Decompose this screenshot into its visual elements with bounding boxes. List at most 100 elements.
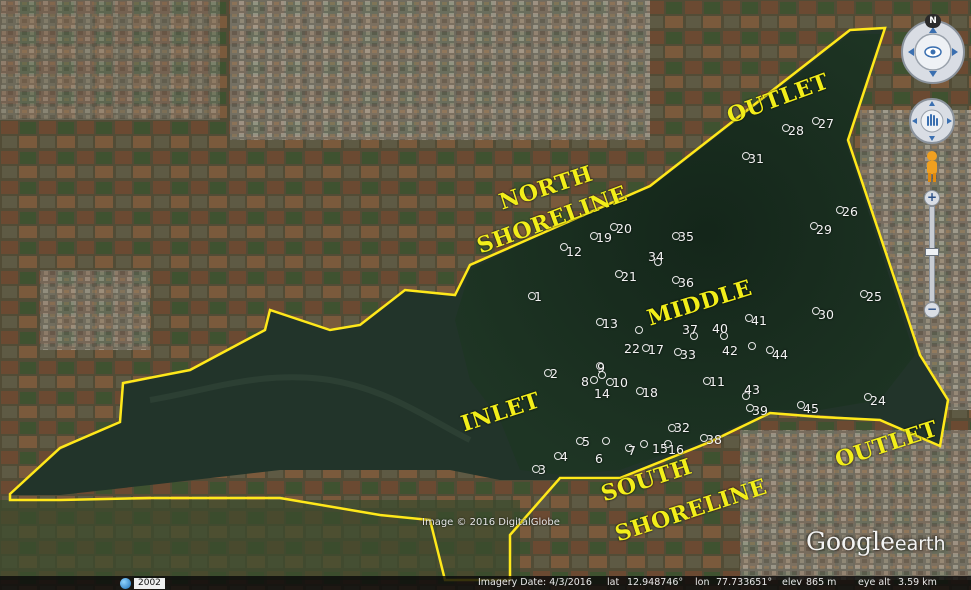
site-label-22: 22 bbox=[624, 341, 640, 356]
site-label-20: 20 bbox=[616, 221, 632, 236]
sampling-site-15[interactable] bbox=[640, 440, 648, 448]
site-label-34: 34 bbox=[648, 249, 664, 264]
sampling-site-45[interactable] bbox=[797, 401, 805, 409]
site-label-4: 4 bbox=[560, 449, 568, 464]
sampling-site-30[interactable] bbox=[812, 307, 820, 315]
streetview-control[interactable] bbox=[922, 150, 942, 184]
move-hand-icon bbox=[909, 98, 955, 144]
sampling-site-16[interactable] bbox=[664, 440, 672, 448]
site-label-25: 25 bbox=[866, 289, 882, 304]
look-control[interactable]: N bbox=[898, 14, 968, 86]
year-label: 2002 bbox=[134, 577, 165, 589]
sampling-site-22[interactable] bbox=[635, 326, 643, 334]
urban-area-southeast bbox=[740, 430, 971, 580]
site-label-27: 27 bbox=[818, 116, 834, 131]
site-label-7: 7 bbox=[628, 443, 636, 458]
site-label-28: 28 bbox=[788, 123, 804, 138]
logo-brand: Google bbox=[806, 527, 895, 556]
zoom-in-button[interactable]: + bbox=[924, 190, 940, 206]
sampling-site-27[interactable] bbox=[812, 117, 820, 125]
sampling-site-28[interactable] bbox=[782, 124, 790, 132]
sampling-site-14[interactable] bbox=[598, 371, 606, 379]
site-label-31: 31 bbox=[748, 151, 764, 166]
imagery-date: Imagery Date: 4/3/2016 bbox=[478, 577, 592, 588]
sampling-site-42[interactable] bbox=[748, 342, 756, 350]
lake-water bbox=[455, 34, 915, 475]
sampling-site-38[interactable] bbox=[700, 434, 708, 442]
sampling-site-3[interactable] bbox=[532, 465, 540, 473]
site-label-45: 45 bbox=[803, 401, 819, 416]
lon-label: lon bbox=[695, 577, 710, 588]
site-label-9: 9 bbox=[597, 360, 605, 375]
lat-value: 12.948746° bbox=[627, 577, 684, 588]
zoom-out-button[interactable]: − bbox=[924, 302, 940, 318]
north-indicator[interactable]: N bbox=[925, 14, 941, 28]
sampling-site-11[interactable] bbox=[703, 377, 711, 385]
site-label-33: 33 bbox=[680, 347, 696, 362]
sampling-site-9[interactable] bbox=[596, 362, 604, 370]
eye-alt-value: 3.59 km bbox=[898, 577, 937, 588]
site-label-35: 35 bbox=[678, 229, 694, 244]
sampling-site-20[interactable] bbox=[610, 223, 618, 231]
eye-alt-label: eye alt bbox=[858, 577, 891, 588]
site-label-42: 42 bbox=[722, 343, 738, 358]
sampling-site-35[interactable] bbox=[672, 232, 680, 240]
sampling-site-10[interactable] bbox=[606, 378, 614, 386]
logo-product: earth bbox=[894, 533, 946, 555]
site-label-36: 36 bbox=[678, 275, 694, 290]
sampling-site-40[interactable] bbox=[720, 332, 728, 340]
elev-label: elev bbox=[782, 577, 802, 588]
site-label-30: 30 bbox=[818, 307, 834, 322]
sampling-site-26[interactable] bbox=[836, 206, 844, 214]
site-label-29: 29 bbox=[816, 222, 832, 237]
sampling-site-7[interactable] bbox=[625, 444, 633, 452]
site-label-41: 41 bbox=[751, 313, 767, 328]
sampling-site-36[interactable] bbox=[672, 276, 680, 284]
lon-value: 77.733651° bbox=[716, 577, 773, 588]
sampling-site-39[interactable] bbox=[746, 404, 754, 412]
sampling-site-33[interactable] bbox=[674, 348, 682, 356]
sampling-site-44[interactable] bbox=[766, 346, 774, 354]
site-label-17: 17 bbox=[648, 342, 664, 357]
sampling-site-37[interactable] bbox=[690, 332, 698, 340]
sampling-site-1[interactable] bbox=[528, 292, 536, 300]
sampling-site-25[interactable] bbox=[860, 290, 868, 298]
sampling-site-13[interactable] bbox=[596, 318, 604, 326]
sampling-site-19[interactable] bbox=[590, 232, 598, 240]
sampling-site-31[interactable] bbox=[742, 152, 750, 160]
site-label-3: 3 bbox=[538, 462, 546, 477]
sampling-site-34[interactable] bbox=[654, 258, 662, 266]
farmland-south bbox=[0, 500, 520, 580]
sampling-site-5[interactable] bbox=[576, 437, 584, 445]
sampling-site-4[interactable] bbox=[554, 452, 562, 460]
sampling-site-6[interactable] bbox=[602, 437, 610, 445]
sampling-site-24[interactable] bbox=[864, 393, 872, 401]
move-control[interactable] bbox=[908, 97, 956, 145]
sampling-site-2[interactable] bbox=[544, 369, 552, 377]
google-earth-logo: Googleearth bbox=[806, 527, 946, 556]
sampling-site-18[interactable] bbox=[636, 387, 644, 395]
zoom-handle[interactable] bbox=[925, 248, 939, 256]
sampling-site-29[interactable] bbox=[810, 222, 818, 230]
urban-area-north bbox=[230, 0, 650, 140]
image-credit: Image © 2016 DigitalGlobe bbox=[422, 517, 560, 528]
site-label-24: 24 bbox=[870, 393, 886, 408]
sampling-site-41[interactable] bbox=[745, 314, 753, 322]
sampling-site-43[interactable] bbox=[742, 392, 750, 400]
urban-area-northwest bbox=[0, 0, 220, 120]
sampling-site-12[interactable] bbox=[560, 243, 568, 251]
site-label-16: 16 bbox=[668, 442, 684, 457]
site-label-14: 14 bbox=[594, 386, 610, 401]
site-label-21: 21 bbox=[621, 269, 637, 284]
sampling-site-21[interactable] bbox=[615, 270, 623, 278]
sampling-site-32[interactable] bbox=[668, 424, 676, 432]
site-label-44: 44 bbox=[772, 347, 788, 362]
zoom-slider[interactable]: + − bbox=[922, 190, 940, 318]
site-label-5: 5 bbox=[582, 434, 590, 449]
sampling-site-17[interactable] bbox=[642, 344, 650, 352]
site-label-32: 32 bbox=[674, 420, 690, 435]
historical-imagery-button[interactable]: 2002 bbox=[120, 577, 165, 589]
sampling-site-8[interactable] bbox=[590, 376, 598, 384]
